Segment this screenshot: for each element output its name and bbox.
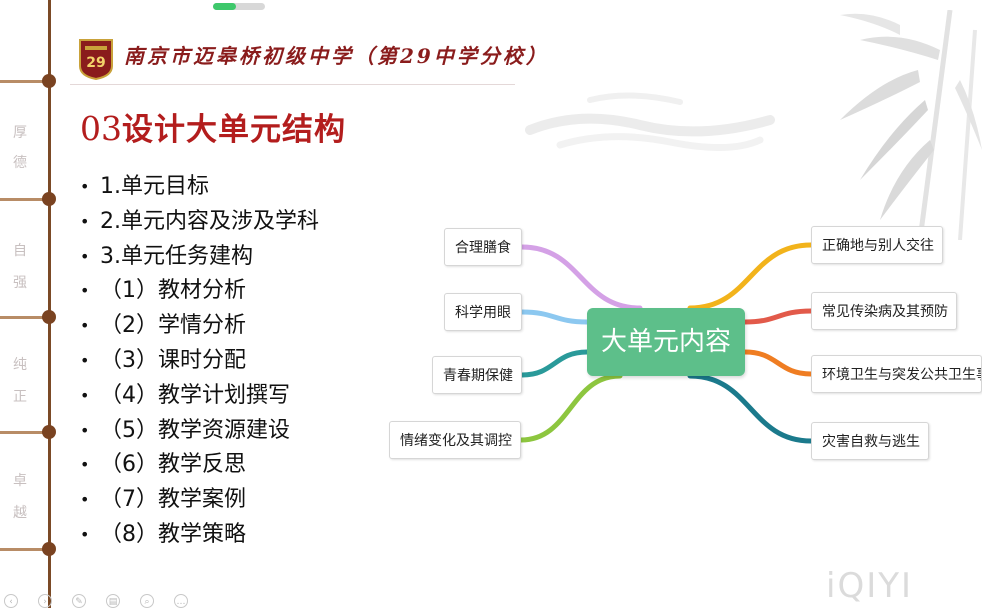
section-number: 03 — [80, 109, 122, 148]
bullet-icon: • — [80, 490, 90, 510]
school-logo-icon: 29 — [79, 39, 113, 80]
mind-map-branch — [519, 244, 643, 311]
forward-icon[interactable]: › — [38, 594, 52, 608]
rail-knob — [42, 310, 56, 324]
rail-knob — [42, 74, 56, 88]
outline-item-text: （7）教学案例 — [100, 487, 246, 513]
bullet-icon: • — [80, 246, 90, 266]
rail-stop — [0, 548, 50, 551]
mind-map-center-node: 大单元内容 — [587, 308, 745, 376]
rail-char: 厚 — [13, 125, 27, 141]
bullet-icon: • — [80, 281, 90, 301]
zoom-icon[interactable]: ⌕ — [140, 594, 154, 608]
mind-map-node-right: 灾害自救与逃生 — [811, 422, 929, 460]
slides-icon[interactable]: ▤ — [106, 594, 120, 608]
outline-item-text: 3.单元任务建构 — [100, 243, 253, 269]
iqiyi-watermark: iQIYI — [826, 566, 914, 606]
outline-item-text: 2.单元内容及涉及学科 — [100, 208, 319, 234]
bullet-icon: • — [80, 316, 90, 336]
rail-knob — [42, 425, 56, 439]
outline-item-text: （6）教学反思 — [100, 452, 246, 478]
bullet-icon: • — [80, 524, 90, 544]
back-icon[interactable]: ‹ — [4, 594, 18, 608]
mind-map-node-left: 情绪变化及其调控 — [389, 421, 521, 459]
mind-map-node-right: 正确地与别人交往 — [811, 226, 943, 264]
mind-map-node-left: 青春期保健 — [432, 356, 522, 394]
rail-stop — [0, 431, 50, 434]
rail-char: 正 — [13, 389, 27, 405]
rail-knob — [42, 542, 56, 556]
outline-item: • 3.单元任务建构 — [80, 240, 319, 275]
top-progress-fill — [213, 3, 237, 10]
bullet-icon: • — [80, 420, 90, 440]
mind-map-branch — [687, 373, 814, 444]
outline-item-text: （5）教学资源建设 — [100, 417, 290, 443]
rail-stop — [0, 80, 50, 83]
section-heading: 设计大单元结构 — [122, 112, 346, 148]
bullet-icon: • — [80, 177, 90, 196]
mind-map-node-right: 常见传染病及其预防 — [811, 292, 957, 330]
outline-item: • （5）教学资源建设 — [80, 414, 319, 449]
mind-map-branch — [518, 373, 623, 443]
top-progress-bar — [213, 3, 265, 10]
bullet-icon: • — [80, 211, 90, 231]
header-divider — [70, 84, 515, 85]
mind-map-node-left: 科学用眼 — [444, 293, 522, 331]
outline-item: • （2）学情分析 — [80, 309, 319, 344]
outline-item: • （3）课时分配 — [80, 344, 319, 379]
mind-map-branch — [519, 309, 590, 325]
rail-char: 强 — [13, 275, 27, 291]
rail-char: 卓 — [13, 473, 27, 489]
rail-line — [48, 0, 51, 608]
rail-char: 越 — [13, 505, 27, 521]
rail-char: 自 — [13, 243, 27, 259]
outline-item: • （4）教学计划撰写 — [80, 379, 319, 414]
mind-map-node-right: 环境卫生与突发公共卫生事件 — [811, 355, 982, 393]
mind-map-node-left: 合理膳食 — [444, 228, 522, 266]
more-icon[interactable]: … — [174, 594, 188, 608]
outline-item: • 2.单元内容及涉及学科 — [80, 205, 319, 240]
rail-char: 德 — [13, 155, 27, 171]
school-name: 南京市迈皋桥初级中学（第29中学分校） — [124, 44, 549, 68]
outline-item-text: （1）教材分析 — [100, 278, 246, 304]
bullet-icon: • — [80, 350, 90, 370]
outline-item: • （6）教学反思 — [80, 448, 319, 483]
rail-stop — [0, 316, 50, 319]
outline-item: • 1.单元目标 — [80, 170, 319, 205]
section-title: 03设计大单元结构 — [80, 104, 346, 149]
outline-item-text: （8）教学策略 — [100, 521, 246, 547]
outline-item: • （1）教材分析 — [80, 274, 319, 309]
bullet-icon: • — [80, 385, 90, 405]
mind-map-branch — [742, 308, 814, 325]
pen-icon[interactable]: ✎ — [72, 594, 86, 608]
outline-item: • （7）教学案例 — [80, 483, 319, 518]
rail-knob — [42, 192, 56, 206]
mind-map-branch — [687, 242, 814, 311]
outline-list: • 1.单元目标 • 2.单元内容及涉及学科 • 3.单元任务建构 • （1）教材分析 • （2）… — [80, 170, 319, 553]
bullet-icon: • — [80, 455, 90, 475]
rail-stop — [0, 198, 50, 201]
bamboo-decoration — [840, 10, 982, 240]
outline-item-text: （3）课时分配 — [100, 347, 246, 373]
rail-char: 纯 — [13, 357, 27, 373]
outline-item-text: （2）学情分析 — [100, 313, 246, 339]
outline-item: • （8）教学策略 — [80, 518, 319, 553]
outline-item-text: （4）教学计划撰写 — [100, 382, 290, 408]
outline-item-text: 1.单元目标 — [100, 174, 209, 199]
logo-text: 29 — [86, 55, 105, 71]
mind-map-branch — [519, 349, 590, 378]
mind-map-branch — [742, 349, 814, 377]
cloud-decoration — [525, 92, 775, 151]
